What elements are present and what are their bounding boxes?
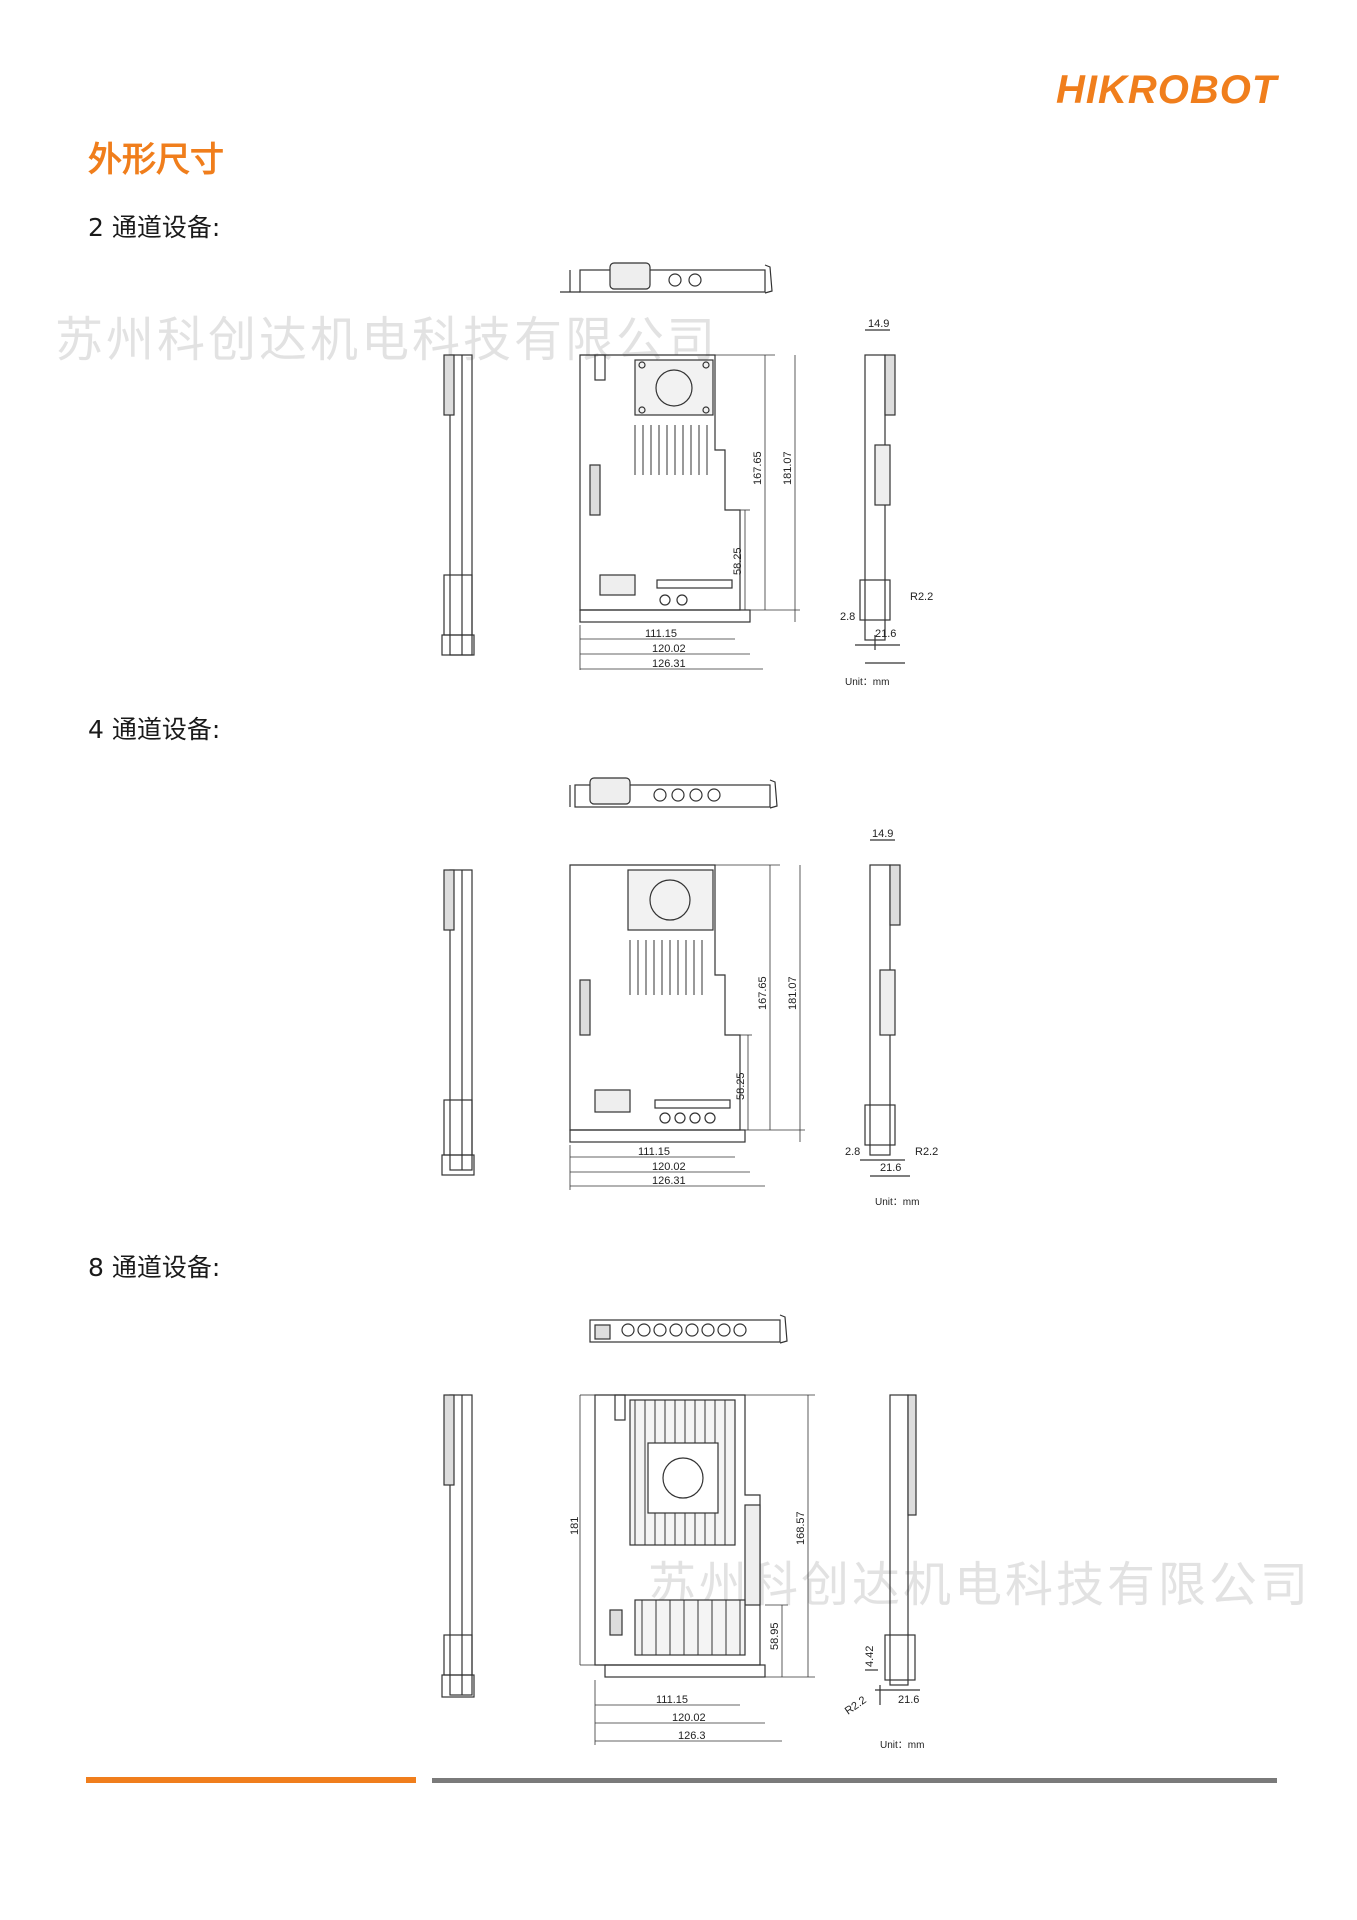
dim-126-8ch: 126.3 <box>678 1730 706 1742</box>
footer-gray-rule <box>432 1778 1277 1783</box>
dim-216-2ch: 21.6 <box>875 628 896 640</box>
dim-126-2ch: 126.31 <box>652 658 686 670</box>
unit-label-8ch: Unit：mm <box>880 1740 924 1751</box>
side-view-left-2ch <box>441 354 475 656</box>
dim-181-2ch: 181.07 <box>782 451 794 485</box>
dim-r22-2ch: R2.2 <box>910 591 933 603</box>
dim-111-2ch: 111.15 <box>645 628 677 640</box>
dim-216-4ch: 21.6 <box>880 1162 901 1174</box>
heading-8-channel: 8 通道设备: <box>88 1253 221 1282</box>
page-title: 外形尺寸 <box>88 140 224 180</box>
dim-149-2ch: 14.9 <box>868 318 889 330</box>
side-view-left-4ch <box>441 869 475 1176</box>
dim-181-4ch: 181.07 <box>787 976 799 1010</box>
dim-28-2ch: 2.8 <box>840 611 855 623</box>
dim-120-2ch: 120.02 <box>652 643 686 655</box>
side-view-right-8ch <box>865 1394 920 1705</box>
heading-2-channel: 2 通道设备: <box>88 213 221 242</box>
dim-167-2ch: 167.65 <box>752 451 764 485</box>
hikrobot-logo: HIKROBOT <box>1056 68 1278 112</box>
side-view-left-8ch <box>441 1394 475 1698</box>
dim-126-4ch: 126.31 <box>652 1175 686 1187</box>
side-view-right-4ch <box>860 839 910 1177</box>
unit-label-2ch: Unit：mm <box>845 677 889 688</box>
side-view-right-2ch <box>855 329 905 664</box>
dim-167-4ch: 167.65 <box>757 976 769 1010</box>
bracket-top-view-8ch <box>589 1314 788 1344</box>
dim-111-8ch: 111.15 <box>656 1694 688 1706</box>
dim-216-8ch: 21.6 <box>898 1694 919 1706</box>
dim-149-4ch: 14.9 <box>872 828 893 840</box>
unit-label-4ch: Unit：mm <box>875 1197 919 1208</box>
dim-120-8ch: 120.02 <box>672 1712 706 1724</box>
heading-4-channel: 4 通道设备: <box>88 715 221 744</box>
dim-168-8ch: 168.57 <box>795 1511 807 1545</box>
dim-442-8ch: 4.42 <box>864 1646 876 1667</box>
dim-58-8ch: 58.95 <box>769 1622 781 1650</box>
main-board-view-2ch <box>579 354 751 623</box>
main-board-view-4ch <box>569 864 746 1143</box>
dim-181-8ch: 181 <box>569 1517 581 1535</box>
bracket-top-view-2ch <box>560 262 773 294</box>
footer-orange-rule <box>86 1777 416 1783</box>
dim-111-4ch: 111.15 <box>638 1146 670 1158</box>
bracket-top-view-4ch <box>569 777 778 809</box>
dim-r22-4ch: R2.2 <box>915 1146 938 1158</box>
main-board-view-8ch <box>594 1394 766 1678</box>
dim-58-2ch: 58.25 <box>732 547 744 575</box>
drawing-8-channel: 181 168.57 58.95 111.15 120.02 126.3 4.4… <box>420 1305 960 1765</box>
dim-r22-8ch: R2.2 <box>843 1694 869 1717</box>
drawing-4-channel: 167.65 181.07 58.25 111.15 120.02 126.31… <box>420 770 940 1215</box>
dim-58-4ch: 58.25 <box>735 1072 747 1100</box>
dim-120-4ch: 120.02 <box>652 1161 686 1173</box>
drawing-2-channel: 167.65 181.07 58.25 111.15 120.02 126.31… <box>420 255 940 695</box>
dim-28-4ch: 2.8 <box>845 1146 860 1158</box>
